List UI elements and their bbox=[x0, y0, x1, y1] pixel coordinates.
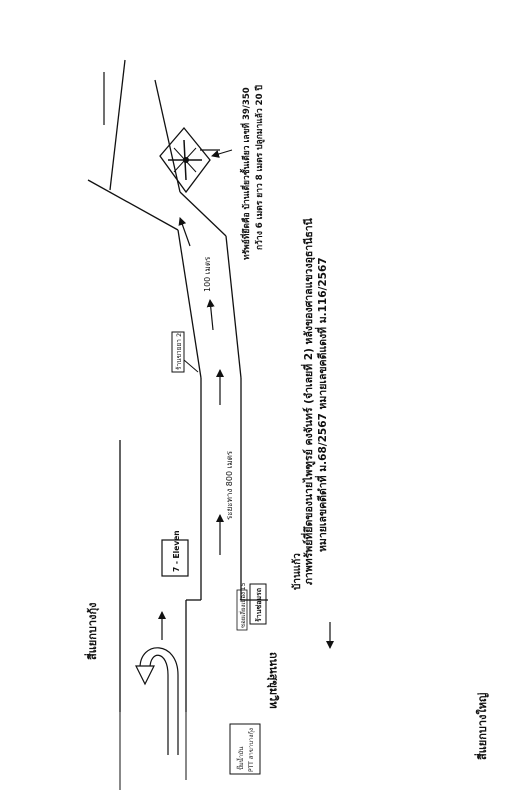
property-note-line1: ทรัพย์ที่ยึดคือ บ้านเดี่ยวชั้นเดียว เลขท… bbox=[239, 87, 252, 260]
soi-road bbox=[87, 59, 268, 601]
shop-bottom-landmark: ร้านซ่อมรถ bbox=[249, 583, 267, 625]
direction-arrows bbox=[158, 217, 334, 649]
gas-station-line1: ปั๊มน้ำมัน bbox=[235, 747, 245, 770]
village-label: บ้านแก้ว bbox=[291, 553, 303, 590]
shop-left-label: ร้านขายยา 2 bbox=[175, 333, 183, 370]
junction-top-label: สี่แยกบางกุ้ง bbox=[84, 603, 100, 661]
property-marker-icon bbox=[159, 126, 211, 194]
main-road-label: ถนนสุขุมวิท bbox=[266, 652, 280, 709]
soi-sign: ซอยเลี่ยงเมือง 15 bbox=[236, 582, 248, 631]
distance-800-label: ระยะทาง 800 เมตร bbox=[225, 450, 234, 520]
seven-eleven-landmark: 7 - Eleven bbox=[161, 530, 189, 577]
gas-station-sign: ปั๊มน้ำมัน PTT สาขาบางกุ้ง bbox=[229, 723, 261, 775]
main-road bbox=[119, 440, 187, 712]
seven-eleven-label: 7 - Eleven bbox=[172, 530, 181, 572]
gas-station-line2: PTT สาขาบางกุ้ง bbox=[248, 728, 255, 772]
soi-sign-label: ซอยเลี่ยงเมือง 15 bbox=[239, 582, 247, 628]
note-pointer-arrow bbox=[211, 149, 233, 158]
u-turn-arrow-icon bbox=[135, 647, 179, 755]
junction-bottom-label: สี่แยกบางใหญ่ bbox=[474, 693, 489, 761]
title-line2: หมายเลขคดีดำที่ ม.68/2567 หมายเลขคดีแดงท… bbox=[314, 257, 329, 552]
distance-100-label: 100 เมตร bbox=[203, 256, 212, 292]
property-note-line2: กว้าง 6 เมตร ยาว 8 เมตร ปลูกมาแล้ว 20 ปี bbox=[254, 85, 265, 250]
shop-bottom-label: ร้านซ่อมรถ bbox=[254, 588, 263, 622]
shop-left-landmark: ร้านขายยา 2 bbox=[171, 331, 199, 373]
building-lines bbox=[103, 72, 220, 151]
title-line1: ภาพทรัพย์ที่ยึดของนายไพฑูรย์ คงจันทร์ (จ… bbox=[300, 217, 316, 585]
